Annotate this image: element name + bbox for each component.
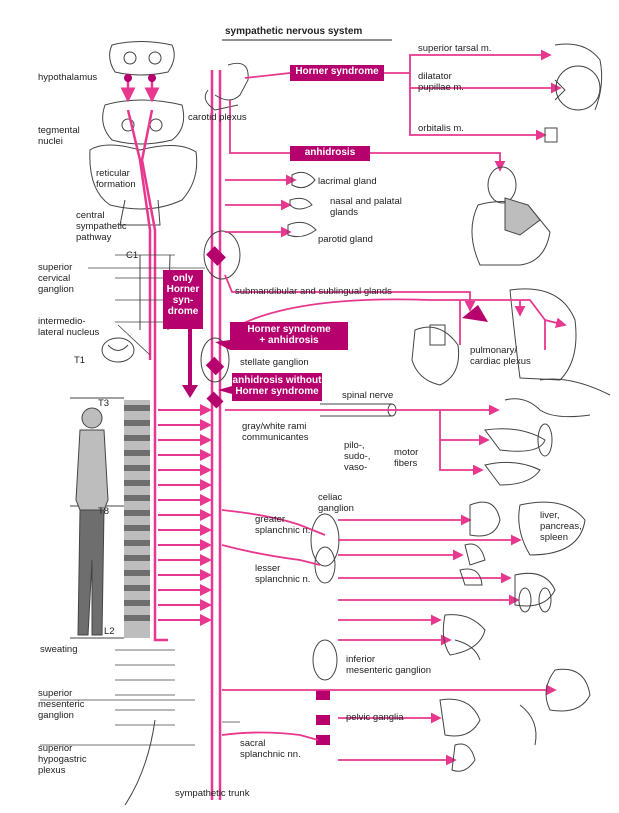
hypothalamus-label: hypothalamus bbox=[38, 72, 98, 83]
gray-white-rami-label: gray/white rami communicantes bbox=[242, 421, 309, 443]
sweating-label: sweating bbox=[40, 644, 78, 655]
greater-splanchnic-label: greater splanchnic n. bbox=[255, 514, 311, 536]
only-horner-box: only Horner syn- drome bbox=[163, 270, 203, 329]
cord-tail bbox=[124, 719, 156, 806]
superior-tarsal-label: superior tarsal m. bbox=[418, 43, 492, 54]
segmental-branches bbox=[158, 404, 212, 626]
eye-drawing bbox=[544, 43, 603, 143]
lung-plexus-node bbox=[462, 305, 488, 322]
nasal-palatal-label: nasal and palatal glands bbox=[330, 196, 402, 218]
inferior-mesenteric-label: inferior mesenteric ganglion bbox=[346, 654, 432, 676]
gland-shapes bbox=[287, 171, 317, 238]
cord-efferent bbox=[153, 360, 168, 642]
tegmental-label: tegmental nuclei bbox=[38, 125, 80, 147]
l2-label: L2 bbox=[104, 626, 115, 637]
c1-label: C1 bbox=[126, 250, 139, 261]
pons-section bbox=[102, 99, 185, 145]
horner-syndrome-box: Horner syndrome bbox=[290, 65, 384, 81]
lesser-splanchnic-label: lesser splanchnic n. bbox=[255, 563, 311, 585]
sup-cervical-ganglion bbox=[203, 230, 241, 280]
superior-hypogastric-label: superior hypogastric plexus bbox=[38, 743, 87, 776]
sweating-stripes bbox=[124, 405, 150, 621]
submandibular-label: submandibular and sublingual glands bbox=[235, 286, 392, 297]
inferior-mesenteric-shape bbox=[312, 639, 338, 681]
orbitalis-label: orbitalis m. bbox=[418, 123, 464, 134]
label-leaders bbox=[40, 267, 240, 746]
spinal-nerve-label: spinal nerve bbox=[342, 390, 394, 401]
skin-drawings bbox=[484, 378, 611, 486]
parotid-label: parotid gland bbox=[318, 234, 373, 245]
hypothalamus-node bbox=[124, 74, 132, 82]
sympathetic-trunk-label: sympathetic trunk bbox=[175, 788, 250, 799]
pelvic-ganglia-label: pelvic ganglia bbox=[346, 712, 404, 723]
sympathetic-trunk-lines bbox=[210, 70, 222, 800]
celiac-ganglion-label: celiac ganglion bbox=[318, 492, 354, 514]
page-title: sympathetic nervous system bbox=[225, 26, 363, 37]
lung-branches bbox=[229, 298, 567, 350]
t8-label: T8 bbox=[98, 506, 110, 517]
pilo-sudo-vaso-label: pilo-, sudo-, vaso- bbox=[344, 440, 371, 473]
spinal-nerve-branches bbox=[225, 404, 500, 476]
body-silhouette bbox=[75, 407, 109, 636]
intermediolateral-label: intermedio- lateral nucleus bbox=[38, 316, 100, 338]
motor-fibers-label: motor fibers bbox=[394, 447, 419, 469]
abdominal-organs bbox=[439, 501, 591, 772]
reticular-label: reticular formation bbox=[96, 168, 136, 190]
carotid-plexus-label: carotid plexus bbox=[188, 112, 247, 123]
midbrain-section bbox=[109, 41, 175, 76]
anhidrosis-without-box: anhidrosis without Horner syndrome bbox=[232, 373, 322, 401]
stellate-ganglion-shape bbox=[200, 337, 230, 383]
dilatator-label: dilatator pupillae m. bbox=[418, 71, 464, 93]
splanchnic-connections bbox=[221, 509, 557, 766]
lower-segment-lines bbox=[115, 649, 175, 726]
carotid-vessel bbox=[204, 62, 249, 111]
t1-label: T1 bbox=[74, 355, 86, 366]
superior-mesenteric-label: superior mesenteric ganglion bbox=[38, 688, 85, 721]
sacral-splanchnic-label: sacral splanchnic nn. bbox=[240, 738, 301, 760]
liver-pancreas-spleen-label: liver, pancreas, spleen bbox=[540, 510, 582, 543]
superior-cervical-label: superior cervical ganglion bbox=[38, 262, 74, 295]
central-pathway-label: central sympathetic pathway bbox=[76, 210, 127, 243]
lacrimal-label: lacrimal gland bbox=[318, 176, 377, 187]
pelvic-ganglia-nodes bbox=[316, 690, 330, 745]
hypothalamus-node-2 bbox=[148, 74, 156, 82]
spinal-cross-section bbox=[101, 337, 135, 363]
celiac-ganglion-shape bbox=[310, 513, 340, 584]
medulla-section bbox=[89, 144, 198, 226]
t3-label: T3 bbox=[98, 398, 110, 409]
lungs-heart bbox=[411, 288, 577, 386]
horner-anhidrosis-box: Horner syndrome + anhidrosis bbox=[230, 322, 348, 350]
trunk-ganglia bbox=[205, 246, 226, 409]
stellate-ganglion-label: stellate ganglion bbox=[240, 357, 309, 368]
person-anhidrosis bbox=[471, 166, 551, 266]
anhidrosis-box: anhidrosis bbox=[290, 146, 370, 161]
pulmonary-cardiac-label: pulmonary/ cardiac plexus bbox=[470, 345, 531, 367]
head-connections bbox=[224, 49, 562, 312]
